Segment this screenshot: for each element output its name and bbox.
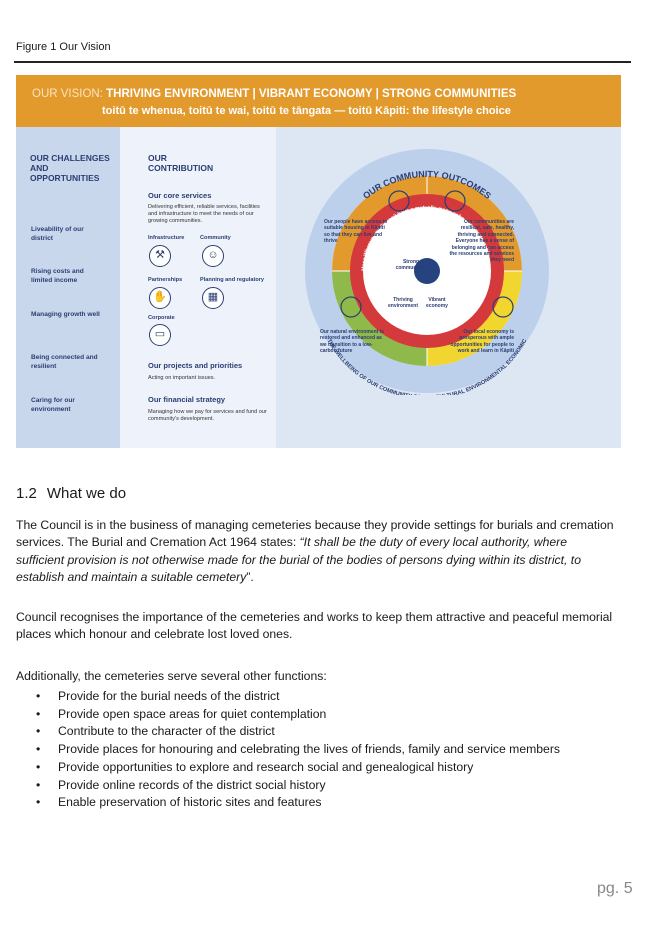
paragraph-2: Council recognises the importance of the…	[16, 610, 613, 642]
vision-figure: OUR VISION: THRIVING ENVIRONMENT | VIBRA…	[16, 75, 621, 448]
computer-icon: ▭	[149, 324, 171, 346]
outcome-communities: Our communities are resilient, safe, hea…	[449, 219, 514, 264]
housing-icon	[388, 190, 410, 212]
list-item: • Provide online records of the district …	[16, 777, 626, 795]
paragraph-3: Additionally, the cemeteries serve sever…	[16, 669, 327, 683]
contribution-heading: OUR CONTRIBUTION	[148, 153, 214, 173]
challenges-heading: OUR CHALLENGES AND OPPORTUNITIES	[30, 153, 110, 183]
inner-thriving-environment: Thriving environment	[387, 297, 418, 309]
list-item-text: Provide for the burial needs of the dist…	[58, 689, 280, 703]
section-heading: 1.2 What we do	[16, 485, 136, 502]
partnership-ring	[350, 194, 504, 348]
bullet-glyph: •	[36, 689, 41, 703]
inner-vibrant-economy: Vibrant economy	[426, 297, 448, 309]
factory-icon	[492, 296, 514, 318]
list-item-text: Contribute to the character of the distr…	[58, 724, 275, 739]
section-title: What we do	[46, 485, 127, 502]
list-item: • Provide for the burial needs of the dis…	[16, 688, 626, 706]
outcomes-wheel: OUR COMMUNITY OUTCOMES Mana Whenua and C…	[305, 149, 549, 395]
financial-title: Our financial strategy	[148, 395, 226, 404]
challenge-item: Being connected and resilient	[31, 354, 98, 370]
vision-subtitle: toitū te whenua, toitū te wai, toitū te …	[102, 105, 511, 117]
bullet-glyph: •	[36, 795, 41, 810]
service-label-partnerships: Partnerships	[148, 277, 183, 283]
infrastructure-icon: ⚒	[149, 245, 171, 267]
list-item: • Provide places for honouring and celebr…	[16, 741, 626, 759]
outcome-economy: Our local economy is prosperous with amp…	[450, 329, 514, 355]
challenges-column	[16, 127, 120, 448]
page-number: pg. 5	[597, 880, 633, 897]
list-item-text: Provide open space areas for quiet conte…	[58, 706, 327, 721]
outcome-people: Our people have access to suitable housi…	[324, 219, 388, 245]
challenge-item: Caring for our environment	[31, 397, 75, 413]
clipboard-icon: ▦	[202, 287, 224, 309]
challenge-item: Rising costs and limited income	[31, 268, 84, 284]
people-group-icon	[444, 190, 466, 212]
list-item-text: Provide opportunities to explore and res…	[58, 759, 474, 774]
community-icon: ☺	[202, 245, 224, 267]
challenge-item: Managing growth well	[31, 311, 100, 318]
vision-prefix: OUR VISION:	[32, 88, 103, 100]
act-quote: “It shall be the duty of every local aut…	[16, 535, 581, 585]
core-services-text: Delivering efficient, reliable services,…	[148, 204, 260, 225]
vision-title: OUR VISION: THRIVING ENVIRONMENT | VIBRA…	[32, 88, 516, 100]
functions-list: • Provide for the burial needs of the dis…	[16, 688, 626, 812]
list-item-text: Enable preservation of historic sites an…	[58, 795, 322, 810]
projects-title: Our projects and priorities	[148, 361, 243, 370]
bullet-glyph: •	[36, 742, 41, 757]
projects-text: Acting on important issues.	[148, 375, 216, 381]
vision-main: THRIVING ENVIRONMENT | VIBRANT ECONOMY |…	[106, 88, 517, 100]
contribution-column	[120, 127, 276, 448]
figure-caption: Figure 1 Our Vision	[16, 41, 111, 53]
bullet-glyph: •	[36, 706, 41, 721]
list-item: • Provide opportunities to explore and re…	[16, 759, 626, 777]
paragraph-1-end: ”.	[246, 570, 254, 585]
bullet-glyph: •	[36, 759, 41, 774]
service-label-community: Community	[200, 235, 231, 241]
core-services-title: Our core services	[148, 191, 212, 200]
list-item-text: Provide online records of the district s…	[58, 777, 326, 792]
service-label-planning: Planning and regulatory	[200, 277, 265, 283]
paragraph-1: The Council is in the business of managi…	[16, 517, 616, 587]
wheel-centre	[414, 258, 440, 284]
outcome-environment: Our natural environment is restored and …	[320, 329, 384, 355]
list-item: • Provide open space areas for quiet cont…	[16, 706, 626, 724]
list-item: • Contribute to the character of the dist…	[16, 723, 626, 741]
tree-icon	[340, 296, 362, 318]
challenge-item: Liveability of our district	[31, 226, 84, 242]
list-item: • Enable preservation of historic sites a…	[16, 794, 626, 812]
financial-text: Managing how we pay for services and fun…	[148, 409, 267, 423]
bullet-glyph: •	[36, 724, 41, 739]
vision-banner: OUR VISION: THRIVING ENVIRONMENT | VIBRA…	[16, 75, 621, 127]
service-label-corporate: Corporate	[148, 315, 175, 321]
inner-strong-communities: Strong communities	[395, 259, 427, 271]
list-item-text: Provide places for honouring and celebra…	[58, 742, 560, 757]
header-rule	[14, 61, 631, 63]
service-label-infrastructure: Infrastructure	[148, 235, 185, 241]
paragraph-1-text: The Council is in the business of managi…	[16, 518, 614, 550]
section-number: 1.2	[16, 485, 37, 502]
handshake-icon: ✋	[149, 287, 171, 309]
bullet-glyph: •	[36, 777, 41, 792]
